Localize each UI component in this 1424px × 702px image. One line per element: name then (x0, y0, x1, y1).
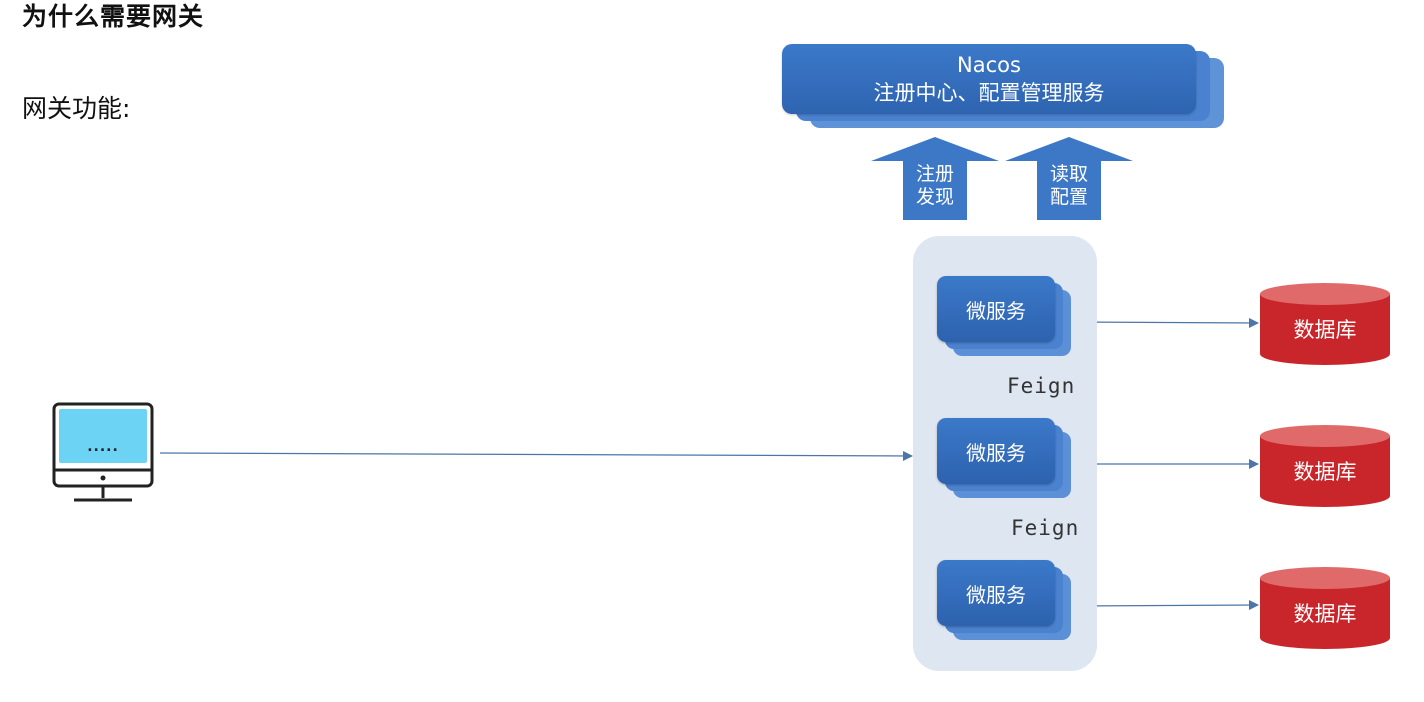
gateway-features-label: 网关功能: (22, 94, 131, 123)
read-config-arrow (1005, 137, 1133, 220)
database-cylinder: 数据库 (1259, 424, 1391, 508)
register-discovery-label: 注册 发现 (915, 163, 954, 208)
database-cylinder: 数据库 (1259, 566, 1391, 650)
monitor-icon (52, 402, 154, 502)
page-title: 为什么需要网关 (22, 2, 205, 31)
database-icon (1260, 425, 1390, 507)
screen-text: ..... (87, 439, 119, 455)
database-icon (1260, 283, 1390, 365)
register-discovery-arrow (871, 137, 999, 220)
database-label: 数据库 (1293, 602, 1357, 626)
database-label: 数据库 (1293, 460, 1357, 484)
microservice-label: 微服务 (966, 582, 1026, 607)
read-config-label: 读取 配置 (1049, 163, 1088, 208)
microservice-label: 微服务 (966, 298, 1026, 323)
client-computer: ..... (52, 402, 154, 504)
feign-label: Feign (1007, 374, 1076, 398)
microservice-box: 微服务 (937, 276, 1071, 356)
microservice-box: 微服务 (937, 418, 1071, 498)
service-db-line-1 (1071, 317, 1259, 328)
database-cylinder: 数据库 (1259, 282, 1391, 366)
database-icon (1260, 567, 1390, 649)
database-label: 数据库 (1293, 318, 1357, 342)
client-request-line (159, 450, 913, 461)
nacos-server: Nacos 注册中心、配置管理服务 (782, 44, 1226, 130)
nacos-name: Nacos (957, 53, 1021, 77)
microservice-label: 微服务 (966, 440, 1026, 465)
feign-label: Feign (1011, 516, 1080, 540)
nacos-description: 注册中心、配置管理服务 (873, 81, 1105, 105)
microservice-box: 微服务 (937, 560, 1071, 640)
service-db-line-3 (1071, 600, 1259, 611)
